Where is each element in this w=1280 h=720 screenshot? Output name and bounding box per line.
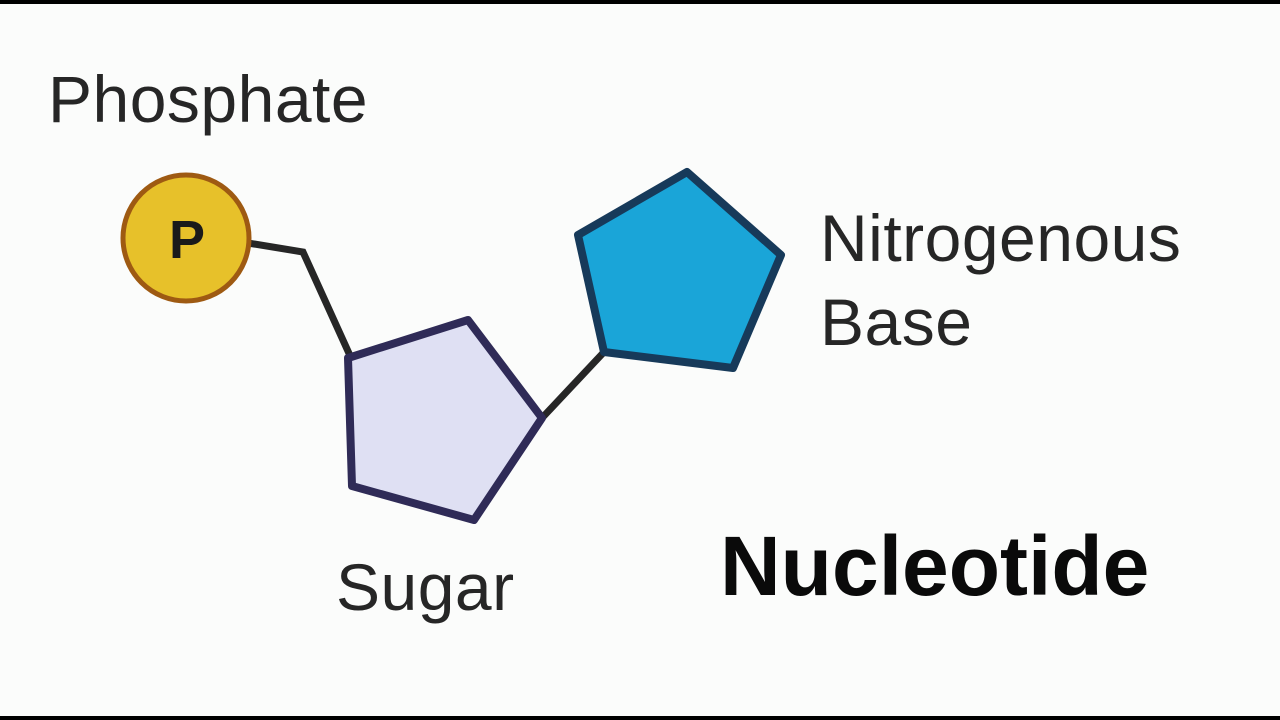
nitrogenous-base-label-line2: Base: [820, 285, 973, 359]
nitrogenous-base-label-line1: Nitrogenous: [820, 201, 1182, 275]
phosphate-sugar-bond: [247, 239, 356, 362]
nucleotide-diagram: P: [120, 168, 785, 524]
sugar-base-bond: [539, 349, 607, 421]
nitrogenous-base-pentagon: [574, 168, 785, 372]
phosphate-symbol: P: [169, 210, 205, 270]
sugar-label: Sugar: [336, 550, 515, 624]
nucleotide-title: Nucleotide: [720, 519, 1150, 613]
nitrogenous-base-label: Nitrogenous Base: [820, 196, 1181, 364]
diagram-canvas: Phosphate Nitrogenous Base Sugar Nucleot…: [0, 4, 1280, 716]
sugar-pentagon: [344, 316, 546, 524]
phosphate-circle: [120, 172, 252, 304]
phosphate-label: Phosphate: [48, 62, 369, 136]
